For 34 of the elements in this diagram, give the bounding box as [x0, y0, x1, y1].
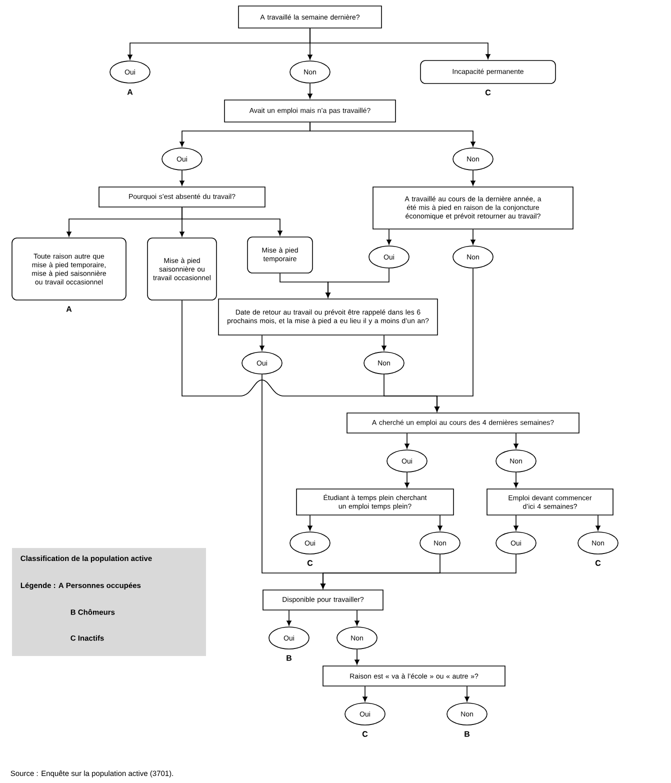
arrow: [354, 649, 360, 665]
arrow: [308, 83, 312, 99]
arrow: [404, 433, 410, 449]
arrow: [596, 515, 600, 531]
arrow: [260, 335, 264, 351]
category-letter: A: [66, 306, 72, 312]
arrow: [438, 515, 442, 531]
arrow: [326, 268, 390, 298]
arrow: [320, 554, 516, 589]
arrow: [386, 229, 392, 245]
category-letter: C: [485, 90, 491, 96]
arrow: [470, 170, 476, 186]
arrow: [354, 610, 360, 626]
arrow: [308, 515, 312, 531]
arrow: [286, 610, 292, 626]
arrow: [182, 207, 282, 236]
category-letter: B: [286, 655, 292, 661]
category-letter: B: [464, 731, 470, 737]
arrow: [464, 686, 470, 702]
arrow: [362, 686, 368, 702]
arrow: [310, 122, 476, 147]
arrow: [514, 515, 518, 531]
category-letter: C: [307, 560, 313, 566]
arrow: [470, 229, 476, 245]
category-letter: C: [362, 731, 368, 737]
arrow: [310, 28, 490, 60]
category-letter: A: [127, 89, 133, 95]
arrow: [514, 472, 518, 488]
category-letter: C: [595, 560, 601, 566]
arrow: [404, 472, 410, 488]
arrow: [434, 268, 474, 412]
arrow: [180, 170, 184, 186]
arrow: [382, 335, 386, 351]
arrow: [514, 433, 518, 449]
